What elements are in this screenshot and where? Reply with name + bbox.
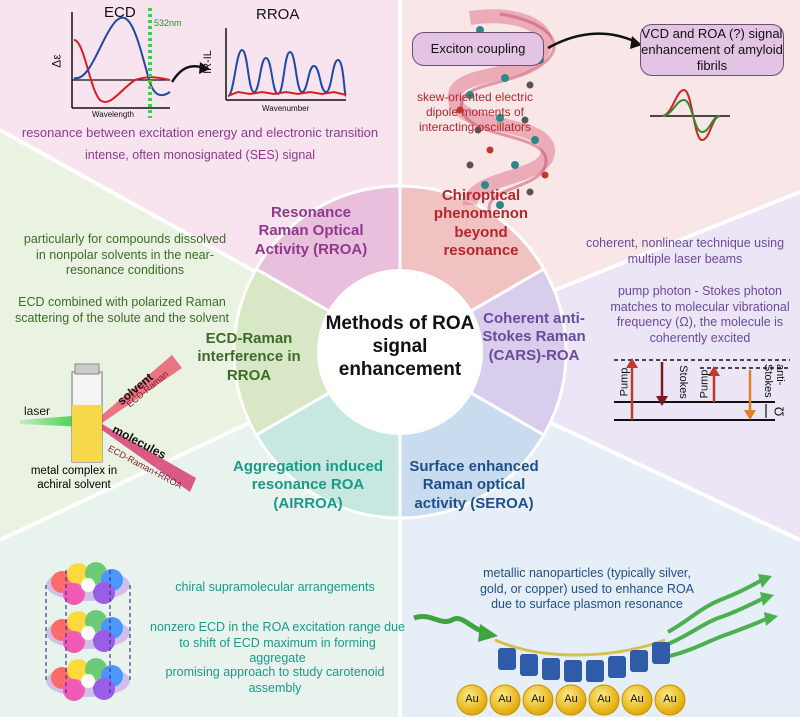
laser-wavelength-label: 532nm	[154, 18, 182, 28]
rroa-blue-curve	[227, 48, 347, 97]
seroa-art	[413, 574, 778, 716]
au-particle-label: Au	[531, 693, 545, 705]
cars-text-1: coherent, nonlinear technique using mult…	[585, 236, 785, 266]
cars-diagram	[614, 358, 790, 421]
metal-complex-label: metal complex in achiral solvent	[30, 465, 118, 492]
rroa-chart	[225, 28, 347, 101]
aggregate-layer-mid	[46, 610, 130, 653]
segment-cars-label: Coherent anti-Stokes Raman (CARS)-ROA	[482, 310, 586, 364]
airroa-text-2: nonzero ECD in the ROA excitation range …	[150, 620, 406, 666]
au-particle-label: Au	[564, 693, 578, 705]
ecd-ylabel: Δε	[49, 54, 64, 68]
ecd-title: ECD	[104, 4, 136, 21]
segment-ecd-raman-label: ECD-Raman interference in RROA	[197, 330, 301, 384]
airroa-text-1: chiral supramolecular arrangements	[175, 580, 375, 594]
pump-label-1: Pump	[618, 367, 631, 397]
segment-rroa-label: Resonance Raman Optical Activity (RROA)	[254, 204, 368, 258]
ecd-blue-curve	[73, 16, 171, 97]
au-particle-label: Au	[630, 693, 644, 705]
cars-text-2: pump photon - Stokes photon matches to m…	[610, 284, 790, 345]
cuvette-art	[20, 355, 196, 492]
aggregate-layer-bottom	[46, 658, 130, 701]
ecd-text-1: particularly for compounds dissolved in …	[23, 232, 227, 278]
omega-label: Ω	[771, 406, 787, 417]
rroa-text-1: resonance between excitation energy and …	[21, 125, 379, 140]
segment-chiroptical-label: Chiroptical phenomenon beyond resonance	[433, 187, 529, 259]
au-particle-label: Au	[498, 693, 512, 705]
ecd-chart	[71, 8, 171, 118]
stokes-label: Stokes	[676, 365, 689, 399]
ecd-text-2: ECD combined with polarized Raman scatte…	[14, 295, 230, 325]
molecules-beam	[102, 424, 196, 492]
au-particle-label: Au	[597, 693, 611, 705]
dipole-text: skew-oriented electric dipole moments of…	[416, 90, 534, 134]
rroa-text-2: intense, often monosignated (SES) signal	[85, 148, 315, 162]
pump-label-2: Pump	[698, 369, 711, 399]
au-particle-label: Au	[465, 693, 479, 705]
airroa-text-3: promising approach to study carotenoid a…	[165, 665, 385, 695]
laser-beam	[20, 415, 86, 427]
exciton-arrow	[547, 32, 637, 50]
aggregate-art	[45, 562, 131, 701]
incoming-light-arrow	[413, 614, 485, 635]
exciton-coupling-box: Exciton coupling	[412, 32, 544, 66]
ecd-red-curve	[73, 39, 171, 103]
segment-airroa-label: Aggregation induced resonance ROA (AIRRO…	[233, 458, 383, 512]
laser-label: laser	[24, 404, 51, 418]
aggregate-layer-top	[46, 562, 130, 605]
rroa-ylabel: IR-IL	[201, 50, 214, 74]
rroa-chart-title: RROA	[256, 6, 300, 23]
center-title: Methods of ROA signal enhancement	[325, 313, 475, 381]
seroa-text: metallic nanoparticles (typically silver…	[479, 566, 695, 612]
ecd-xlabel: Wavelength	[92, 110, 134, 119]
solvent-beam	[102, 355, 182, 423]
wheel-center	[317, 269, 483, 435]
segment-seroa-label: Surface enhanced Raman optical activity …	[409, 458, 539, 512]
au-particle-label: Au	[663, 693, 677, 705]
sector-cars-bg	[400, 192, 800, 540]
rroa-xlabel: Wavenumber	[262, 104, 310, 113]
rroa-red-curve	[227, 90, 347, 97]
vcd-roa-box: VCD and ROA (?) signal enhancement of am…	[640, 24, 784, 76]
vcd-signal	[650, 88, 730, 142]
